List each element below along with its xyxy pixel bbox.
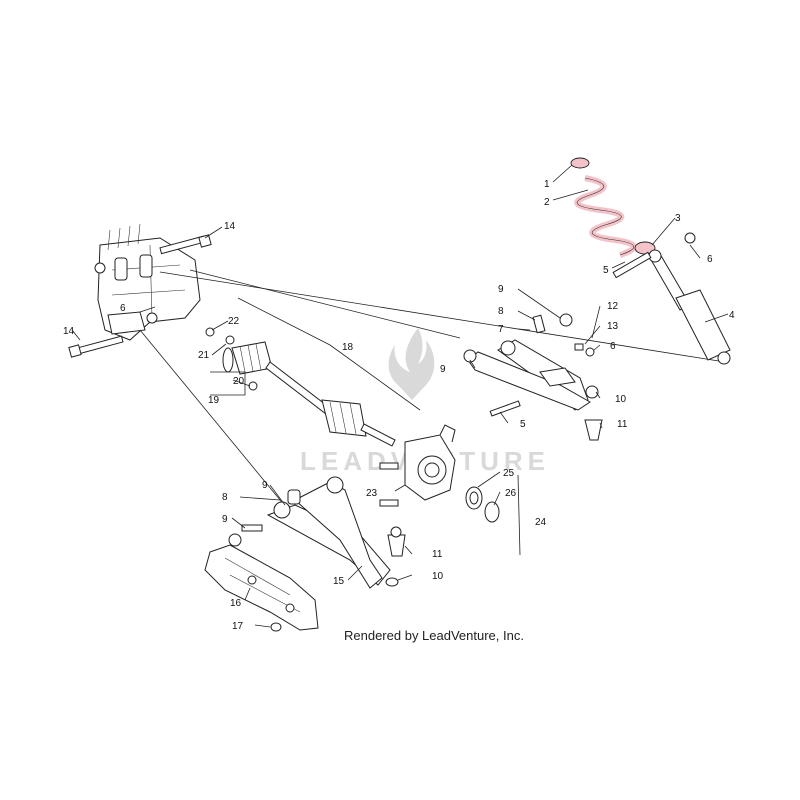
callout-2: 2 [544,197,550,208]
callout-9-upper: 9 [498,284,504,295]
leader-frame-to-lower-arm [139,329,291,513]
callout-24: 24 [535,517,547,528]
bracket-19 [210,371,246,396]
render-credit: Rendered by LeadVenture, Inc. [344,628,524,643]
callout-6-shock: 6 [707,254,713,265]
callout-22: 22 [228,316,240,327]
bracket-24 [517,474,521,556]
nut-6-upper [684,232,696,244]
leader-frame-to-upper-arm [189,269,461,339]
ball-joint-11-lower [387,526,406,557]
callout-18: 18 [342,342,354,353]
callout-12: 12 [607,301,619,312]
axle-shaft-assembly [222,341,396,447]
callout-8-lower: 8 [222,492,228,503]
callout-14-upper: 14 [224,221,236,232]
callout-16: 16 [230,598,242,609]
callout-10-upper: 10 [615,394,627,405]
lower-a-arm [266,476,391,589]
callout-5-lower: 5 [520,419,526,430]
callout-leaders [71,164,729,628]
callout-14-lower: 14 [63,326,75,337]
coil-spring [570,157,656,258]
bearing-25 [465,486,483,510]
ring-10-upper [585,385,599,399]
washer-9-upper [559,313,573,327]
callout-9-arm: 9 [440,364,446,375]
bolt-9-lower [241,524,263,532]
upper-a-arm [463,339,591,411]
shock-absorber [648,249,731,365]
bracket-18 [237,297,421,411]
callout-7: 7 [498,324,504,335]
callout-4: 4 [729,310,735,321]
ring-10-lower [385,577,399,587]
bolt-14-upper [159,234,212,255]
clip-20 [248,381,258,391]
callout-1: 1 [544,179,550,190]
callout-21: 21 [198,350,210,361]
callout-19: 19 [208,395,220,406]
bolt-5-upper [612,251,652,279]
callout-20: 20 [233,376,245,387]
watermark-logo-icon [388,328,435,400]
a-arm-guard [204,544,319,631]
callout-25: 25 [503,468,515,479]
bolt-5-lower [489,400,521,417]
callout-5-upper: 5 [603,265,609,276]
washer-9-lower [228,533,242,547]
callout-11-lower: 11 [432,549,443,560]
ball-joint-11-upper [584,419,603,441]
callout-17: 17 [232,621,244,632]
callout-labels: 1 2 3 4 5 5 6 6 6 7 8 8 9 9 9 9 10 10 11… [63,179,735,632]
callout-10-lower: 10 [432,571,444,582]
leader-frame-to-shock [159,271,726,363]
bolt-23a [379,462,399,470]
callout-15: 15 [333,576,345,587]
steering-knuckle [404,424,456,501]
snap-ring-26 [484,501,500,523]
screw-17 [270,622,282,632]
bushing-8-upper [532,314,546,334]
clip-13 [574,343,584,351]
callout-13: 13 [607,321,619,332]
callout-8-upper: 8 [498,306,504,317]
callout-9-washer: 9 [222,514,228,525]
callout-26: 26 [505,488,517,499]
callout-6-frame: 6 [120,303,126,314]
bushing-8-lower [287,489,301,505]
bolt-14-lower [68,335,124,358]
bolt-23b [379,499,399,507]
callout-3: 3 [675,213,681,224]
callout-9-lower: 9 [262,480,268,491]
callout-23: 23 [366,488,378,499]
ring-21 [225,335,235,345]
callout-11-upper: 11 [617,419,628,430]
frame-bracket [94,223,201,341]
callout-6-arm: 6 [610,341,616,352]
nut-6-mid [585,347,595,357]
